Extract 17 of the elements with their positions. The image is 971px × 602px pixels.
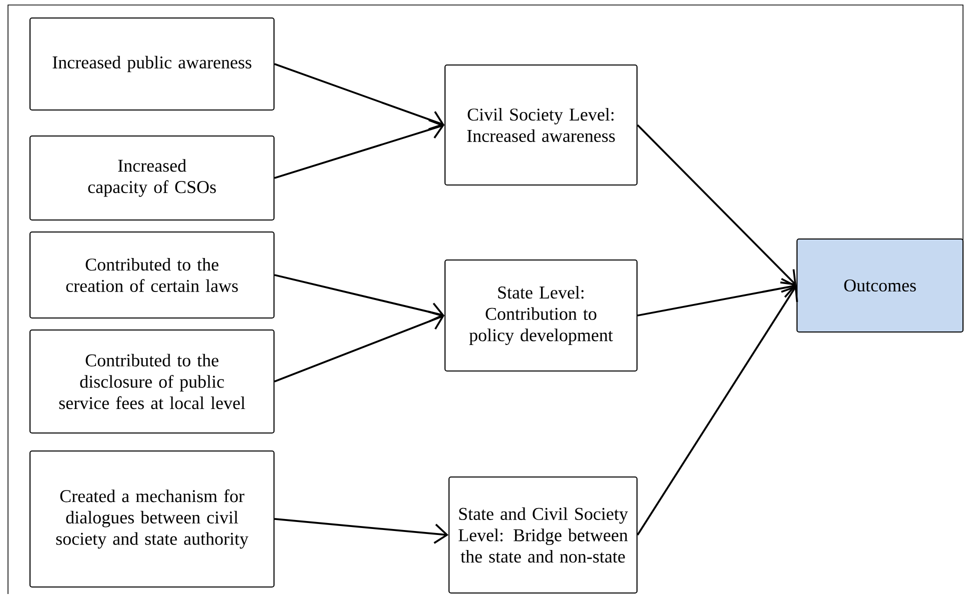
text-box: Contributed to the disclosure of public service fees at local level — [29, 329, 275, 434]
text-box: Created a mechanism for dialogues between civil society and state authority — [29, 450, 275, 588]
arrow — [274, 310, 444, 382]
text-box: Civil Society Level: Increased awareness — [444, 64, 638, 186]
text-box: State Level: Contribution to policy development — [444, 259, 638, 372]
outcome-box: Outcomes — [796, 238, 964, 333]
arrow — [274, 119, 444, 179]
arrow — [274, 274, 444, 322]
text-box: Increased capacity of CSOs — [29, 135, 275, 221]
arrow — [274, 518, 448, 544]
arrow — [636, 285, 798, 536]
text-box: Contributed to the creation of certain laws — [29, 231, 275, 319]
text-box: State and Civil Society Level: Bridge between the state and non-state — [448, 476, 638, 594]
arrow — [637, 278, 796, 316]
arrow — [636, 124, 796, 286]
arrow — [274, 63, 444, 130]
text-box: Increased public awareness — [29, 17, 275, 111]
